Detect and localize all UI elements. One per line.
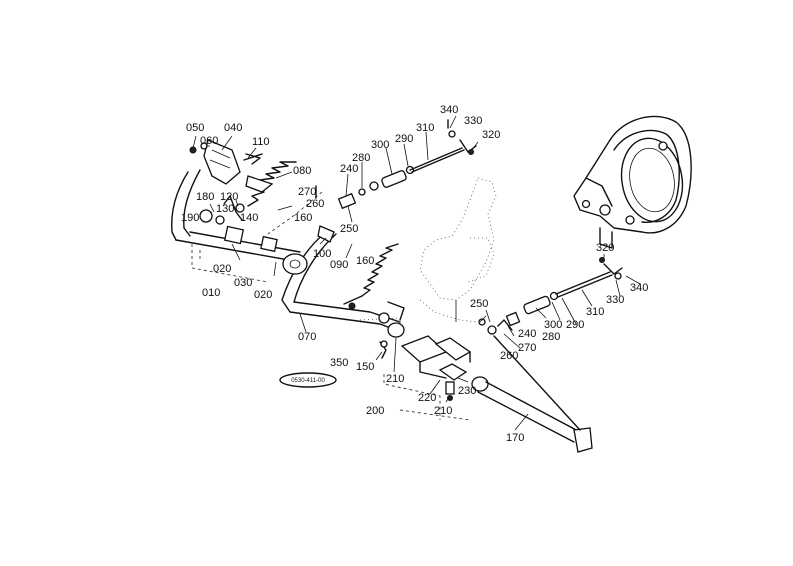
part-label-250-right: 250 xyxy=(470,298,488,310)
part-label-320-right: 320 xyxy=(596,242,614,254)
part-label-210-lower: 210 xyxy=(434,405,452,417)
part-label-160-lower: 160 xyxy=(356,255,374,267)
part-label-180: 180 xyxy=(196,191,214,203)
part-label-200: 200 xyxy=(366,405,384,417)
part-label-310-right: 310 xyxy=(586,306,604,318)
part-label-290-left: 290 xyxy=(395,133,413,145)
part-label-100: 100 xyxy=(313,248,331,260)
part-label-270-right: 270 xyxy=(518,342,536,354)
part-label-330-right: 330 xyxy=(606,294,624,306)
part-label-260-right: 260 xyxy=(500,350,518,362)
part-label-110: 110 xyxy=(252,136,270,148)
part-label-140: 140 xyxy=(240,212,258,224)
part-label-210-upper: 210 xyxy=(386,373,404,385)
part-label-120: 120 xyxy=(220,191,238,203)
part-label-330-left: 330 xyxy=(464,115,482,127)
reference-code: 0530-411-00 xyxy=(291,378,325,384)
part-label-220: 220 xyxy=(418,392,436,404)
part-label-090: 090 xyxy=(330,259,348,271)
part-number-labels: 050 040 060 110 080 270 260 240 280 300 … xyxy=(181,104,648,444)
brake-lever-bracket xyxy=(379,335,593,453)
part-label-250-left: 250 xyxy=(340,223,358,235)
part-label-080: 080 xyxy=(293,165,311,177)
left-brake-rod xyxy=(337,119,477,210)
part-label-290-right: 290 xyxy=(566,319,584,331)
part-label-310-left: 310 xyxy=(416,122,434,134)
part-label-060: 060 xyxy=(200,135,218,147)
part-label-300-left: 300 xyxy=(371,139,389,151)
part-label-240-left: 240 xyxy=(340,163,358,175)
part-label-300-right: 300 xyxy=(544,319,562,331)
part-label-010: 010 xyxy=(202,287,220,299)
part-label-170: 170 xyxy=(506,432,524,444)
part-label-340-left: 340 xyxy=(440,104,458,116)
part-label-340-right: 340 xyxy=(630,282,648,294)
part-label-030: 030 xyxy=(234,277,252,289)
part-label-160-upper: 160 xyxy=(294,212,312,224)
right-pedal-assembly xyxy=(281,225,405,338)
right-brake-rod xyxy=(478,257,623,335)
part-label-070: 070 xyxy=(298,331,316,343)
part-label-050: 050 xyxy=(186,122,204,134)
leader-lines xyxy=(192,115,641,431)
part-label-260-left: 260 xyxy=(306,198,324,210)
part-label-130: 130 xyxy=(216,203,234,215)
part-label-270-left: 270 xyxy=(298,186,316,198)
reference-code-badge: 0530-411-00 xyxy=(279,372,337,388)
part-label-040: 040 xyxy=(224,122,242,134)
part-label-020-upper: 020 xyxy=(213,263,231,275)
brake-drum-housing xyxy=(573,115,692,249)
part-label-150: 150 xyxy=(356,361,374,373)
part-label-020-lower: 020 xyxy=(254,289,272,301)
part-label-230: 230 xyxy=(458,385,476,397)
left-pedal-assembly xyxy=(170,139,323,283)
part-label-190: 190 xyxy=(181,212,199,224)
part-label-280-left: 280 xyxy=(352,152,370,164)
part-label-240-right: 240 xyxy=(518,328,536,340)
part-label-320-left: 320 xyxy=(482,129,500,141)
part-label-280-right: 280 xyxy=(542,331,560,343)
part-label-350: 350 xyxy=(330,357,348,369)
